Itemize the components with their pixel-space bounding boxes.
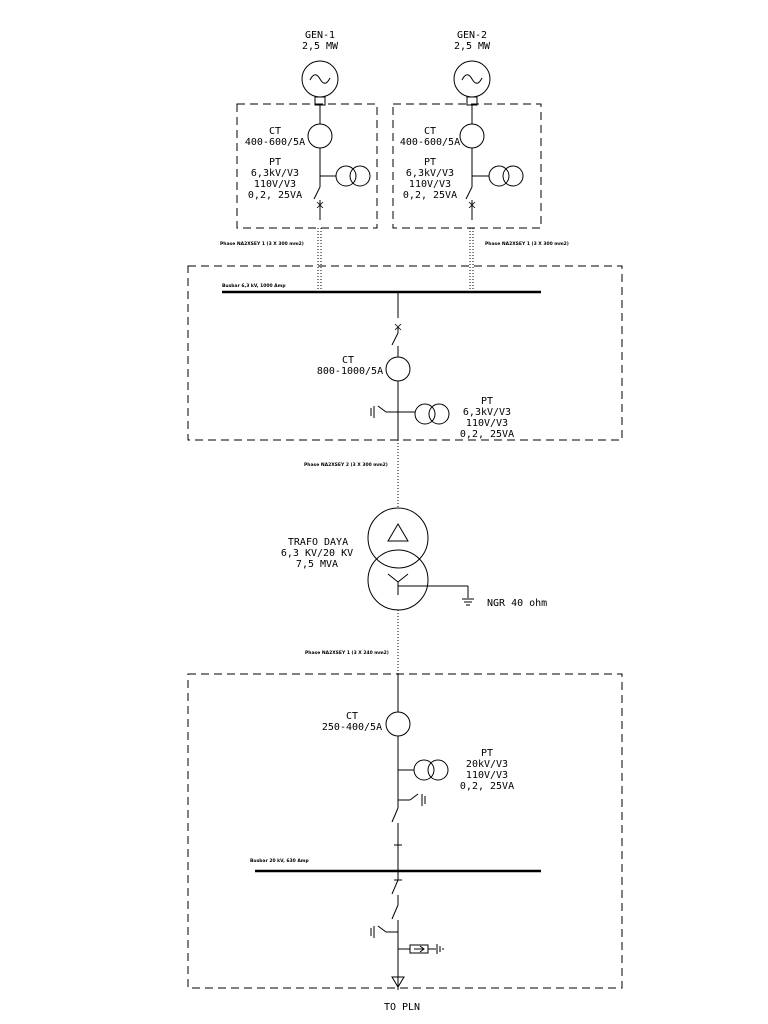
busbar-20kv-panel-border (187, 673, 623, 989)
wye-icon (387, 573, 409, 595)
gen-2-pt-line3: 0,2, 25VA (403, 190, 457, 201)
ngr-label: NGR 40 ohm (487, 598, 547, 609)
bus63-pt-line2: 110V/V3 (466, 418, 508, 429)
gen-1-cable-label: Phase NA2XSEY 1 (3 X 300 mm2) (220, 241, 304, 247)
gen-2-panel-border (392, 103, 542, 229)
bus20-ct-label: CT (346, 711, 358, 722)
bus20-pt-line2: 110V/V3 (466, 770, 508, 781)
gen-1-ct-ratio: 400-600/5A (245, 137, 305, 148)
gen-1-rating: 2,5 MW (302, 41, 339, 52)
bus20-pt-label: PT (481, 748, 493, 759)
gen-1-ct-symbol (307, 123, 333, 149)
gen-1-breaker (313, 186, 324, 220)
outgoing-arrow-icon (391, 976, 405, 988)
trafo-wye-winding (367, 549, 429, 611)
to-pln-label: TO PLN (384, 1002, 420, 1013)
gen-2-name: GEN-2 (457, 30, 487, 41)
busbar-20kv-panel: CT 250-400/5A PT 20kV/V3 110V/V3 0,2, 25… (187, 673, 623, 990)
bus20-ct-symbol (385, 711, 411, 737)
generator-1-symbol (301, 60, 339, 106)
power-transformer: TRAFO DAYA 6,3 KV/20 KV 7,5 MVA NGR 40 o… (281, 507, 547, 611)
busbar-20kv-label: Busbar 20 kV, 630 Amp (250, 858, 309, 864)
gen-2-breaker (465, 186, 476, 220)
bus20-pt-line1: 20kV/V3 (466, 759, 508, 770)
bus20-earth-switch-lower (370, 925, 398, 938)
bus63-ct-ratio: 800-1000/5A (317, 366, 383, 377)
gen-1-pt-symbol (335, 165, 371, 187)
gen-1-ct-label: CT (269, 126, 281, 137)
bus20-earth-switch-upper (398, 793, 426, 806)
gen-1-panel-border (236, 103, 378, 229)
bus63-pt-line3: 0,2, 25VA (460, 429, 514, 440)
gen-2-pt-label: PT (424, 157, 436, 168)
bus63-ct-symbol (385, 356, 411, 382)
gen-2-ct-label: CT (424, 126, 436, 137)
bus63-pt-label: PT (481, 396, 493, 407)
ngr-ground-icon (462, 598, 474, 606)
gen-2-ct-symbol (459, 123, 485, 149)
bus63-breaker (391, 323, 402, 357)
gen-1-name: GEN-1 (305, 30, 335, 41)
busbar-6-3kv-panel-border (187, 265, 623, 441)
trafo-delta-winding (367, 507, 429, 569)
gen-2-rating: 2,5 MW (454, 41, 491, 52)
bus20-ct-ratio: 250-400/5A (322, 722, 382, 733)
surge-arrester-icon (398, 944, 444, 954)
gen-1-pt-line1: 6,3kV/V3 (251, 168, 299, 179)
gen-2-ct-ratio: 400-600/5A (400, 137, 460, 148)
gen-2-pt-symbol (488, 165, 524, 187)
bus20-pt-symbol (413, 759, 449, 781)
bus20-disconnector-upper (391, 807, 402, 871)
gen-1-pt-line2: 110V/V3 (254, 179, 296, 190)
gen-1-pt-line3: 0,2, 25VA (248, 190, 302, 201)
trafo-line1: TRAFO DAYA (288, 537, 348, 548)
generator-2-symbol (453, 60, 491, 106)
generator-1-bay: GEN-1 2,5 MW CT 400-600/5A PT 6,3kV/V3 1… (220, 30, 378, 292)
gen-2-cable-label: Phase NA2XSEY 1 (3 X 300 mm2) (485, 241, 569, 247)
bus63-pt-symbol (414, 403, 450, 425)
trafo-line2: 6,3 KV/20 KV (281, 548, 353, 559)
cable-20kv-label: Phase NA2XSEY 1 (3 X 240 mm2) (305, 650, 389, 656)
bus63-ct-label: CT (342, 355, 354, 366)
bus20-pt-line3: 0,2, 25VA (460, 781, 514, 792)
trafo-cable-label: Phase NA2XSEY 2 (3 X 300 mm2) (304, 462, 388, 468)
generator-2-bay: GEN-2 2,5 MW CT 400-600/5A PT 6,3kV/V3 1… (392, 30, 569, 292)
trafo-line3: 7,5 MVA (296, 559, 338, 570)
gen-2-pt-line1: 6,3kV/V3 (406, 168, 454, 179)
busbar-6-3kv-panel: Busbar 6,3 kV, 1000 Amp CT 800-1000/5A P… (187, 265, 623, 441)
bus63-pt-line1: 6,3kV/V3 (463, 407, 511, 418)
bus63-earth-switch (370, 405, 398, 418)
busbar-6-3kv-label: Busbar 6,3 kV, 1000 Amp (222, 283, 286, 289)
gen-1-pt-label: PT (269, 157, 281, 168)
gen-2-pt-line2: 110V/V3 (409, 179, 451, 190)
delta-icon (387, 523, 409, 542)
bus20-disconnector-lower (391, 879, 402, 990)
